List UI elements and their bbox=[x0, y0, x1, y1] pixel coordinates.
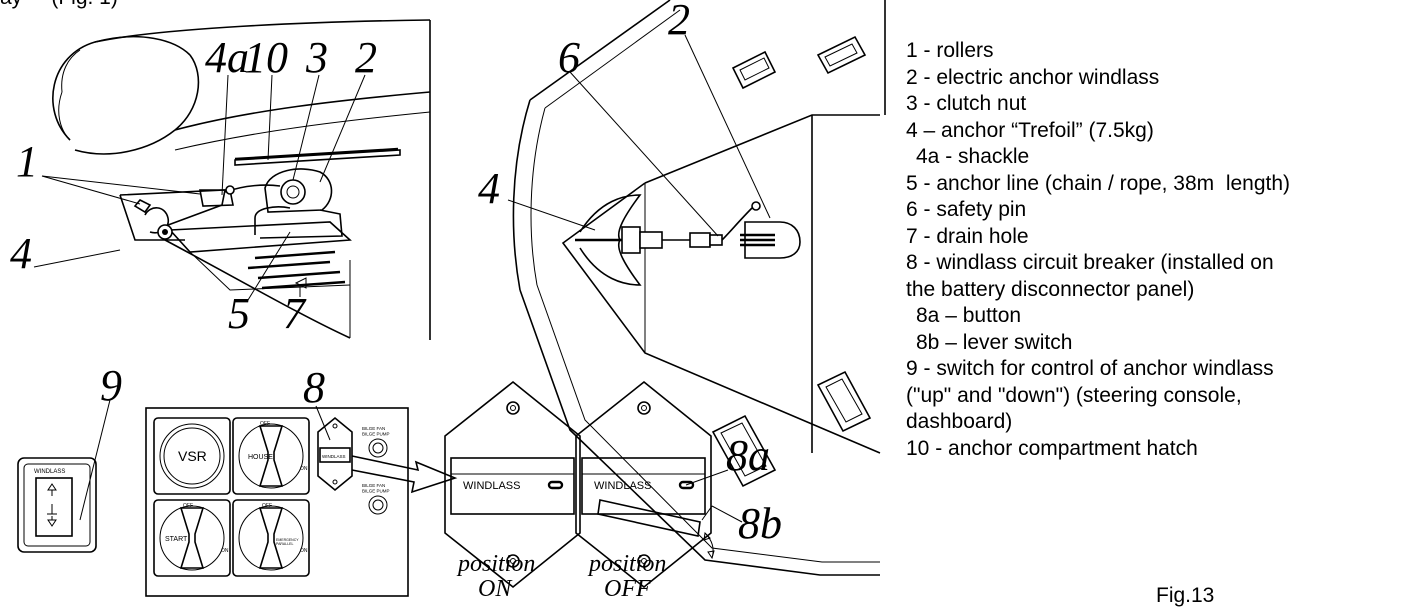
house-label: HOUSE bbox=[248, 454, 273, 461]
legend-item: 3 - clutch nut bbox=[906, 92, 1027, 115]
callout-4: 4 bbox=[10, 229, 32, 278]
deck-hatch-top-left bbox=[731, 50, 777, 90]
legend-item: 10 - anchor compartment hatch bbox=[906, 436, 1198, 460]
legend-item: 2 - electric anchor windlass bbox=[906, 65, 1160, 89]
legend-item: dashboard) bbox=[906, 410, 1013, 433]
legend-item: 8a – button bbox=[916, 304, 1022, 327]
legend-item: 8 - windlass circuit breaker (installed … bbox=[906, 251, 1274, 274]
position-on-word: position bbox=[456, 551, 535, 577]
figure-label: Fig.13 bbox=[1156, 584, 1215, 607]
callout-7: 7 bbox=[283, 289, 307, 338]
deck-hatch-top-right bbox=[816, 35, 867, 75]
callout-8b: 8b bbox=[738, 499, 782, 548]
vsr-unit: VSR bbox=[153, 417, 231, 495]
legend-item: 1 - rollers bbox=[906, 39, 994, 62]
svg-text:ON: ON bbox=[300, 548, 308, 554]
svg-text:ON: ON bbox=[300, 466, 308, 472]
callout-3: 3 bbox=[305, 33, 328, 82]
callout-10: 10 bbox=[244, 33, 288, 82]
legend-item: 7 - drain hole bbox=[906, 224, 1029, 248]
house-switch: OFF ON HOUSE bbox=[232, 417, 310, 495]
windlass-switch-plate: WINDLASS bbox=[17, 399, 111, 553]
legend-item: 6 - safety pin bbox=[906, 198, 1027, 221]
breaker-off-label: WINDLASS bbox=[594, 480, 651, 492]
callout-8a: 8a bbox=[726, 431, 770, 480]
breaker-position-on: WINDLASS bbox=[444, 380, 581, 589]
bow-top-view bbox=[507, 0, 886, 576]
legend-item: 4 – anchor “Trefoil” (7.5kg) bbox=[906, 118, 1154, 142]
legend-item: 4a - shackle bbox=[916, 145, 1030, 168]
position-on-state: ON bbox=[478, 576, 513, 601]
callout-4-top: 4 bbox=[478, 164, 500, 213]
battery-disconnector-panel: VSR OFF ON HOUSE OFF ON START OFF ON E bbox=[145, 405, 409, 597]
vsr-label: VSR bbox=[178, 448, 207, 464]
deck-hatch-bottom-right bbox=[816, 370, 872, 433]
callout-8: 8 bbox=[303, 363, 325, 412]
callout-4a: 4a bbox=[205, 33, 249, 82]
legend-item: 5 - anchor line (chain / rope, 38m lengt… bbox=[906, 171, 1291, 195]
legend-item: 8b – lever switch bbox=[916, 330, 1073, 354]
callout-5: 5 bbox=[228, 289, 250, 338]
legend-item: 9 - switch for control of anchor windlas… bbox=[906, 357, 1274, 380]
switch-plate-label: WINDLASS bbox=[34, 469, 65, 475]
svg-text:OFF: OFF bbox=[183, 503, 193, 509]
legend-item: the battery disconnector panel) bbox=[906, 277, 1195, 301]
svg-text:OFF: OFF bbox=[262, 503, 272, 509]
position-off-word: position bbox=[587, 551, 666, 577]
callout-9: 9 bbox=[100, 361, 122, 410]
start-switch: OFF ON START bbox=[153, 499, 231, 577]
callout-1: 1 bbox=[16, 137, 38, 186]
windlass-breaker-small: WINDLASS bbox=[317, 416, 353, 492]
legend-list: 1 - rollers 2 - electric anchor windlass 3… bbox=[906, 38, 1426, 462]
svg-text:OFF: OFF bbox=[260, 421, 270, 427]
deck-hatch-bottom-left bbox=[711, 414, 777, 488]
svg-text:WINDLASS: WINDLASS bbox=[322, 454, 346, 459]
position-off-state: OFF bbox=[604, 576, 651, 601]
legend-item: ("up" and "down") (steering console, bbox=[906, 383, 1242, 407]
top-caption: ay (Fig. 1) bbox=[0, 0, 118, 10]
bow-side-view bbox=[33, 19, 431, 340]
zoom-arrow bbox=[351, 455, 458, 494]
callout-6: 6 bbox=[558, 33, 580, 82]
svg-text:ON: ON bbox=[221, 548, 229, 554]
bilge-breaker-1 bbox=[368, 438, 388, 458]
start-label: START bbox=[165, 536, 188, 543]
breaker-on-label: WINDLASS bbox=[463, 480, 520, 492]
callout-2-top: 2 bbox=[668, 0, 690, 44]
breaker-position-off: WINDLASS bbox=[575, 380, 743, 589]
bilge-breaker-2 bbox=[368, 495, 388, 515]
callout-2: 2 bbox=[355, 33, 377, 82]
